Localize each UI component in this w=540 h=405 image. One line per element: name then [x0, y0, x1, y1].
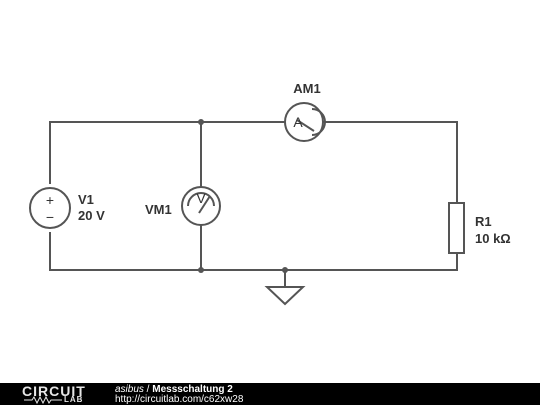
resistor-r1[interactable] — [448, 202, 465, 254]
circuitlab-logo[interactable]: CIRCUIT LAB — [22, 383, 98, 404]
junction-top — [198, 119, 204, 125]
ground-symbol — [264, 286, 306, 306]
wire-bottom — [49, 232, 458, 271]
circuit-title: Messschaltung 2 — [152, 384, 233, 395]
am1-name-label: AM1 — [293, 81, 320, 96]
ammeter-am1[interactable]: A — [284, 102, 326, 142]
voltage-source-v1[interactable]: + − — [29, 187, 71, 229]
ammeter-symbol: A — [293, 114, 303, 130]
circuit-schematic: + − V1 20 V V VM1 A AM1 R1 10 kΩ — [29, 81, 511, 306]
logo-text-circuit: CIRCUIT — [22, 383, 86, 399]
plus-sign: + — [46, 192, 54, 208]
v1-name-label: V1 — [78, 192, 94, 207]
meter-needle — [296, 119, 315, 132]
resistor-icon — [24, 396, 62, 404]
logo-text-lab: LAB — [64, 395, 84, 404]
circuit-url-link[interactable]: http://circuitlab.com/c62xw28 — [115, 394, 244, 405]
meter-needle — [198, 195, 211, 214]
author-link[interactable]: asibus — [115, 384, 144, 395]
r1-value-label: 10 kΩ — [475, 231, 511, 246]
voltmeter-vm1[interactable]: V — [181, 186, 221, 226]
meter-scale-arc — [187, 192, 215, 207]
caption-title-line: asibus / Messschaltung 2 — [115, 384, 233, 395]
junction-ground — [282, 267, 288, 273]
meter-scale-arc — [311, 108, 326, 136]
footer-bar: CIRCUIT LAB asibus / Messschaltung 2 htt… — [0, 383, 540, 405]
vm1-name-label: VM1 — [145, 202, 172, 217]
junction-bottom — [198, 267, 204, 273]
minus-sign: − — [46, 209, 54, 225]
voltmeter-symbol: V — [196, 190, 206, 206]
wire-top-right — [323, 121, 458, 203]
v1-value-label: 20 V — [78, 208, 105, 223]
r1-name-label: R1 — [475, 214, 492, 229]
caption-separator: / — [143, 384, 153, 395]
wire-top-left — [49, 121, 285, 184]
